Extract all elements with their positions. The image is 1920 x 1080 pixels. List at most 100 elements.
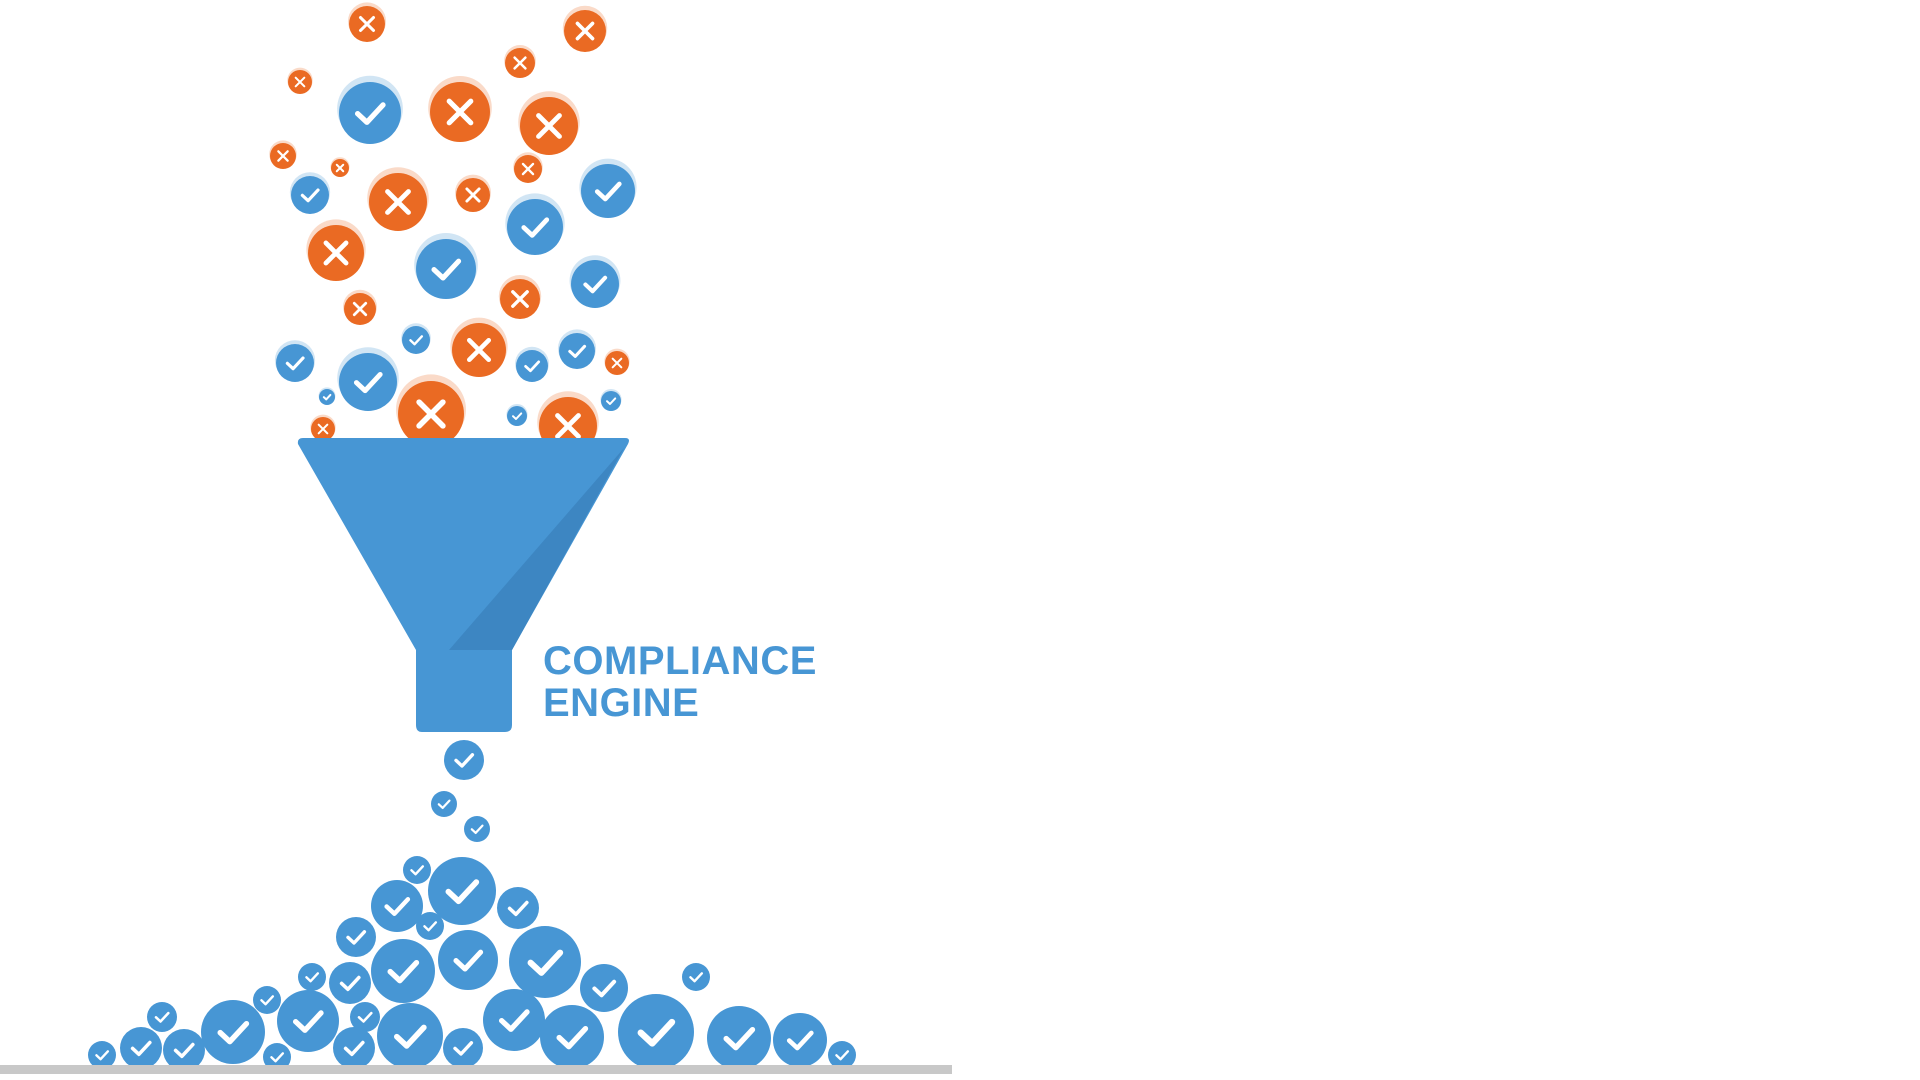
- rejected-item: [498, 275, 542, 319]
- rejected-item: [310, 414, 336, 441]
- approved-item: [329, 962, 371, 1004]
- cross-icon: [335, 163, 345, 173]
- check-icon: [322, 393, 332, 401]
- check-icon: [217, 1020, 250, 1045]
- approved-item: [540, 1005, 604, 1069]
- approved-circle: [507, 406, 527, 426]
- check-icon: [524, 360, 541, 373]
- label-line-1: COMPLIANCE: [543, 639, 817, 683]
- check-icon: [354, 102, 386, 125]
- approved-circle: [291, 176, 329, 214]
- approved-item: [416, 912, 444, 940]
- rejected-item: [513, 152, 543, 183]
- cross-icon: [513, 56, 527, 70]
- approved-item: [333, 1027, 375, 1069]
- approved-circle: [371, 939, 435, 1003]
- funnel: [297, 438, 629, 732]
- approved-item: [443, 1028, 483, 1068]
- approved-item: [557, 329, 597, 369]
- approved-circle: [443, 1028, 483, 1068]
- approved-circle: [339, 82, 401, 144]
- check-icon: [95, 1050, 110, 1061]
- approved-item: [579, 158, 637, 218]
- cross-icon: [465, 187, 481, 203]
- approved-item: [464, 816, 490, 842]
- check-icon: [583, 275, 608, 294]
- cross-icon: [385, 189, 411, 215]
- approved-circle: [444, 740, 484, 780]
- approved-circle: [333, 1027, 375, 1069]
- rejected-item: [343, 289, 377, 325]
- approved-item: [88, 1041, 116, 1069]
- check-icon: [521, 217, 550, 238]
- rejected-item: [562, 5, 608, 52]
- check-icon: [339, 975, 361, 992]
- approved-circle: [464, 816, 490, 842]
- approved-circle: [336, 917, 376, 957]
- approved-circle: [516, 350, 548, 382]
- approved-circle: [618, 994, 694, 1070]
- approved-item: [618, 994, 694, 1070]
- check-icon: [305, 972, 320, 983]
- approved-item: [289, 172, 331, 214]
- check-icon: [154, 1011, 170, 1023]
- approved-item: [515, 346, 549, 382]
- cross-icon: [521, 162, 535, 176]
- approved-circle: [377, 1003, 443, 1069]
- incoming-items: [269, 2, 637, 455]
- approved-item: [253, 986, 281, 1014]
- approved-circle: [559, 333, 595, 369]
- rejected-item: [504, 45, 536, 78]
- check-icon: [512, 412, 523, 420]
- cross-icon: [555, 413, 581, 439]
- approved-item: [337, 75, 403, 144]
- approved-circle: [350, 1002, 380, 1032]
- funnel-cone: [297, 438, 629, 732]
- approved-circle: [497, 887, 539, 929]
- check-icon: [835, 1050, 850, 1061]
- rejected-item: [518, 91, 580, 155]
- approved-circle: [371, 880, 423, 932]
- approved-circle: [402, 326, 430, 354]
- approved-item: [773, 1013, 827, 1067]
- check-icon: [343, 1040, 365, 1057]
- cross-icon: [277, 150, 289, 162]
- approved-circle: [773, 1013, 827, 1067]
- approved-circle: [277, 990, 339, 1052]
- approved-item: [444, 740, 484, 780]
- approved-item: [274, 340, 316, 382]
- approved-circle: [707, 1006, 771, 1070]
- approved-item: [201, 1000, 265, 1064]
- approved-circle: [147, 1002, 177, 1032]
- check-icon: [260, 995, 275, 1006]
- cross-icon: [352, 301, 368, 317]
- approved-item: [505, 193, 565, 255]
- label-line-2: ENGINE: [543, 681, 700, 725]
- check-icon: [637, 1018, 676, 1047]
- approved-circle: [88, 1041, 116, 1069]
- approved-item: [600, 389, 622, 411]
- rejected-item: [367, 167, 429, 231]
- check-icon: [387, 959, 420, 984]
- approved-item: [350, 1002, 380, 1032]
- approved-circle: [438, 930, 498, 990]
- approved-circle: [571, 260, 619, 308]
- approved-item: [263, 1043, 291, 1071]
- approved-circle: [507, 199, 563, 255]
- check-icon: [357, 1011, 373, 1023]
- approved-item: [580, 964, 628, 1012]
- floor-line: [0, 1065, 952, 1074]
- rejected-item: [396, 374, 466, 447]
- approved-item: [377, 1003, 443, 1069]
- check-icon: [786, 1030, 814, 1051]
- approved-circle: [682, 963, 710, 991]
- approved-circle: [163, 1029, 205, 1071]
- approved-circle: [431, 791, 457, 817]
- approved-item: [414, 232, 478, 299]
- check-icon: [410, 865, 425, 876]
- cross-icon: [511, 290, 529, 308]
- approved-item: [337, 347, 399, 411]
- cross-icon: [536, 113, 562, 139]
- approved-circle: [403, 856, 431, 884]
